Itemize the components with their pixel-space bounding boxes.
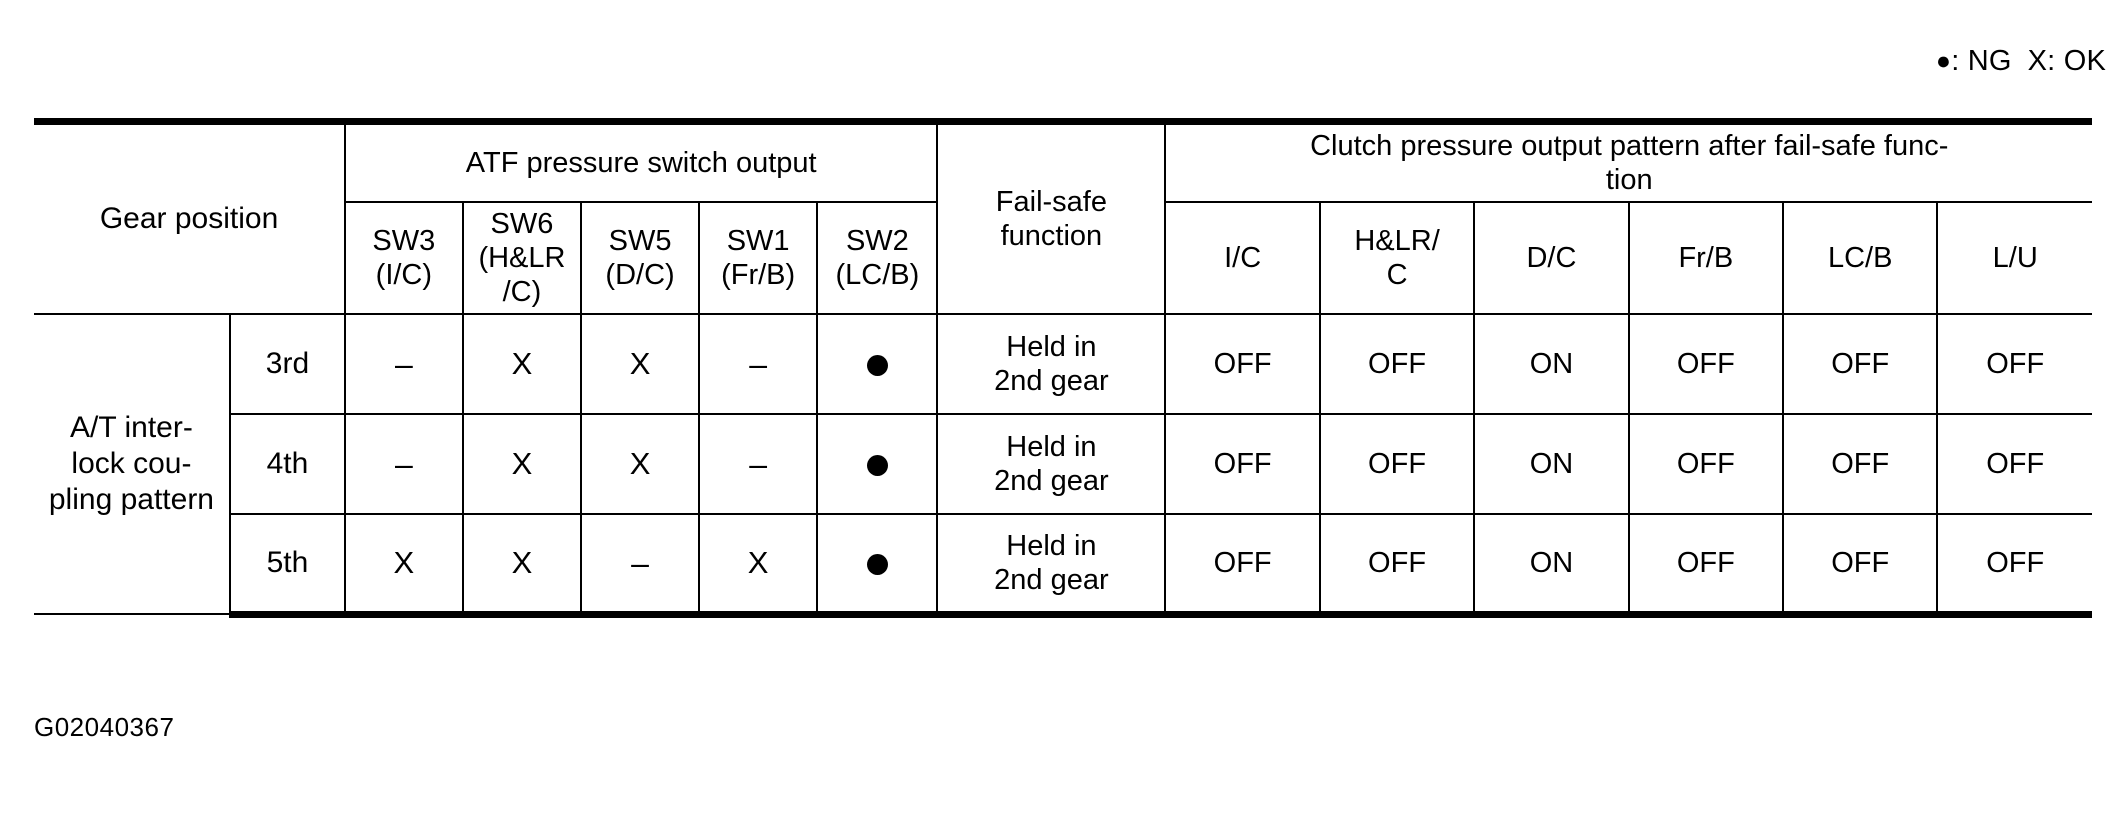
cell-failsafe: Held in 2nd gear — [936, 513, 1167, 618]
cell-clutch-hlr-c: OFF — [1318, 313, 1476, 415]
cell-clutch-ic: OFF — [1164, 413, 1321, 515]
header-col-sw3: SW3 (I/C) — [344, 201, 464, 315]
cell-sw2 — [816, 413, 939, 515]
cell-clutch-lu: OFF — [1936, 513, 2092, 618]
header-row-columns: SW3 (I/C) SW6 (H&LR /C) SW5 (D/C) SW1 (F… — [34, 201, 2092, 315]
cell-clutch-dc: ON — [1473, 513, 1630, 618]
header-col-sw1: SW1 (Fr/B) — [697, 201, 819, 315]
table-row: 5th X X – X Held in 2nd gear OFF OFF ON … — [34, 513, 2092, 618]
cell-clutch-dc: ON — [1473, 413, 1630, 515]
header-col-lu: L/U — [1936, 201, 2092, 315]
cell-clutch-lcb: OFF — [1782, 413, 1939, 515]
cell-sw1: – — [697, 313, 819, 415]
header-col-sw6: SW6 (H&LR /C) — [461, 201, 583, 315]
cell-failsafe: Held in 2nd gear — [936, 313, 1167, 415]
header-atf-group: ATF pressure switch output — [344, 118, 939, 203]
table-row: 4th – X X – Held in 2nd gear OFF OFF ON … — [34, 413, 2092, 515]
cell-sw2 — [816, 313, 939, 415]
header-col-lcb: LC/B — [1782, 201, 1939, 315]
legend: ●: NG X: OK — [1936, 44, 2106, 78]
failsafe-table: Gear position ATF pressure switch output… — [34, 118, 2092, 618]
header-failsafe-function: Fail-safe function — [936, 118, 1167, 315]
cell-clutch-lu: OFF — [1936, 313, 2092, 415]
legend-ng-label: : NG — [1951, 45, 2012, 77]
cell-clutch-ic: OFF — [1164, 313, 1321, 415]
row-gear-label: 5th — [228, 513, 347, 618]
cell-clutch-hlr-c: OFF — [1318, 413, 1476, 515]
legend-ok-label: X: OK — [2027, 45, 2106, 77]
cell-clutch-lcb: OFF — [1782, 513, 1939, 618]
header-col-ic: I/C — [1164, 201, 1321, 315]
cell-clutch-lu: OFF — [1936, 413, 2092, 515]
cell-failsafe: Held in 2nd gear — [936, 413, 1167, 515]
cell-clutch-hlr-c: OFF — [1318, 513, 1476, 618]
header-col-hlr-c: H&LR/ C — [1318, 201, 1476, 315]
header-row-groups: Gear position ATF pressure switch output… — [34, 118, 2092, 315]
cell-clutch-lcb: OFF — [1782, 313, 1939, 415]
cell-sw5: X — [580, 413, 700, 515]
cell-clutch-dc: ON — [1473, 313, 1630, 415]
cell-sw3: – — [344, 413, 464, 515]
cell-clutch-frb: OFF — [1627, 513, 1785, 618]
cell-sw6: X — [461, 413, 583, 515]
table-row: A/T inter- lock cou- pling pattern 3rd –… — [34, 313, 2092, 615]
ng-bullet-icon — [866, 553, 888, 575]
figure-code: G02040367 — [34, 712, 175, 742]
cell-sw5: – — [580, 513, 700, 618]
header-gear-position: Gear position — [34, 118, 347, 315]
ng-bullet-icon: ● — [1935, 47, 1952, 75]
header-col-frb: Fr/B — [1627, 201, 1785, 315]
ng-bullet-icon — [866, 354, 888, 376]
cell-sw2 — [816, 513, 939, 618]
cell-clutch-ic: OFF — [1164, 513, 1321, 618]
row-group-label-at-interlock: A/T inter- lock cou- pling pattern — [34, 313, 231, 615]
cell-sw3: – — [344, 313, 464, 415]
cell-sw6: X — [461, 513, 583, 618]
cell-sw5: X — [580, 313, 700, 415]
header-col-dc: D/C — [1473, 201, 1630, 315]
row-gear-label: 3rd — [228, 313, 347, 415]
header-col-sw5: SW5 (D/C) — [580, 201, 700, 315]
row-gear-label: 4th — [228, 413, 347, 515]
cell-sw6: X — [461, 313, 583, 415]
cell-clutch-frb: OFF — [1627, 313, 1785, 415]
failsafe-table-container: Gear position ATF pressure switch output… — [34, 118, 2092, 618]
cell-sw1: – — [697, 413, 819, 515]
cell-sw1: X — [697, 513, 819, 618]
header-clutch-group: Clutch pressure output pattern after fai… — [1164, 118, 2092, 203]
cell-clutch-frb: OFF — [1627, 413, 1785, 515]
header-col-sw2: SW2 (LC/B) — [816, 201, 939, 315]
cell-sw3: X — [344, 513, 464, 618]
ng-bullet-icon — [866, 454, 888, 476]
